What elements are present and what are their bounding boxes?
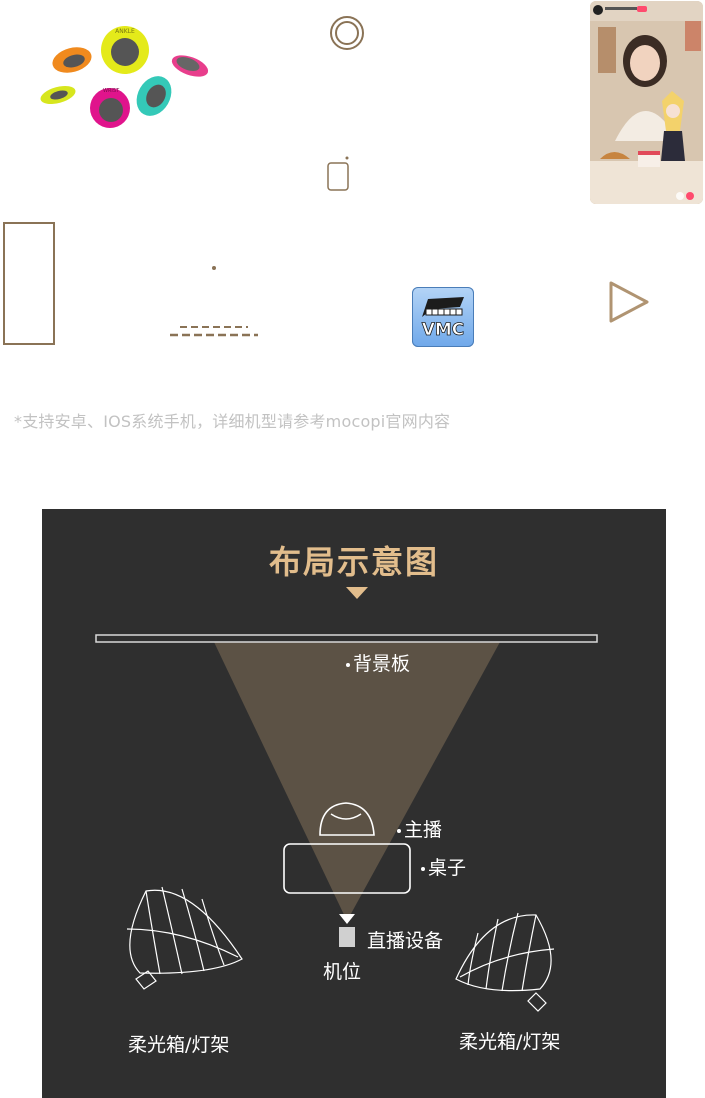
softbox-left-icon xyxy=(126,886,243,990)
layout-diagram-drawing xyxy=(95,634,598,1012)
dot-marker xyxy=(212,266,216,270)
down-arrow-icon xyxy=(346,587,368,599)
camera-device-icon xyxy=(339,927,355,947)
sensor-teal xyxy=(136,76,172,116)
supported-phones-note: *支持安卓、IOS系统手机，详细机型请参考mocopi官网内容 xyxy=(14,412,451,431)
ankle-label: ANKLE xyxy=(115,28,135,35)
sensor-orange xyxy=(52,47,92,73)
sensor-yellow-ankle: ANKLE xyxy=(101,26,149,74)
vmc-logo-text: VMC xyxy=(422,320,465,340)
sensor-lime xyxy=(40,85,76,105)
mocopi-sensors-illustration: ANKLE WRIST xyxy=(40,26,209,128)
sensor-pink xyxy=(171,55,209,77)
live-stream-phone-screenshot xyxy=(590,1,703,204)
screen-outline-shape xyxy=(3,222,55,345)
softbox-right-label: 柔光箱/灯架 xyxy=(459,1031,561,1053)
dashed-line-decoration xyxy=(170,326,258,337)
live-stream-scene-image xyxy=(590,1,703,204)
desk-shape xyxy=(283,843,411,894)
camera-position-label: 机位 xyxy=(323,961,362,983)
vmc-logo-graphic: VMC xyxy=(421,297,465,340)
phone-outline-icon xyxy=(327,156,349,191)
backdrop-label: 背景板 xyxy=(346,649,410,676)
diagram-title: 布局示意图 xyxy=(268,543,439,581)
desk-label: 桌子 xyxy=(421,853,466,880)
sensor-magenta-wrist: WRIST xyxy=(90,88,130,128)
wrist-label: WRIST xyxy=(103,88,120,94)
camera-pointer-icon xyxy=(339,914,355,924)
softbox-right-icon xyxy=(455,912,555,1012)
play-triangle-icon xyxy=(609,281,649,323)
backdrop-label-text: 背景板 xyxy=(353,653,411,675)
host-label-text: 主播 xyxy=(404,819,443,841)
camera-view-beam xyxy=(214,642,500,921)
vmc-logo: VMC xyxy=(412,287,474,347)
layout-diagram-panel: 布局示意图 背景板 主播 桌子 直播设备 机位 柔光箱/灯架 柔光箱/灯架 xyxy=(42,509,666,1098)
backdrop-board xyxy=(95,634,598,643)
desk-label-text: 桌子 xyxy=(428,857,467,879)
host-label: 主播 xyxy=(397,815,442,842)
host-icon xyxy=(319,802,375,836)
softbox-left-label: 柔光箱/灯架 xyxy=(128,1034,230,1056)
device-label: 直播设备 xyxy=(367,930,444,952)
ring-icon xyxy=(330,16,364,50)
